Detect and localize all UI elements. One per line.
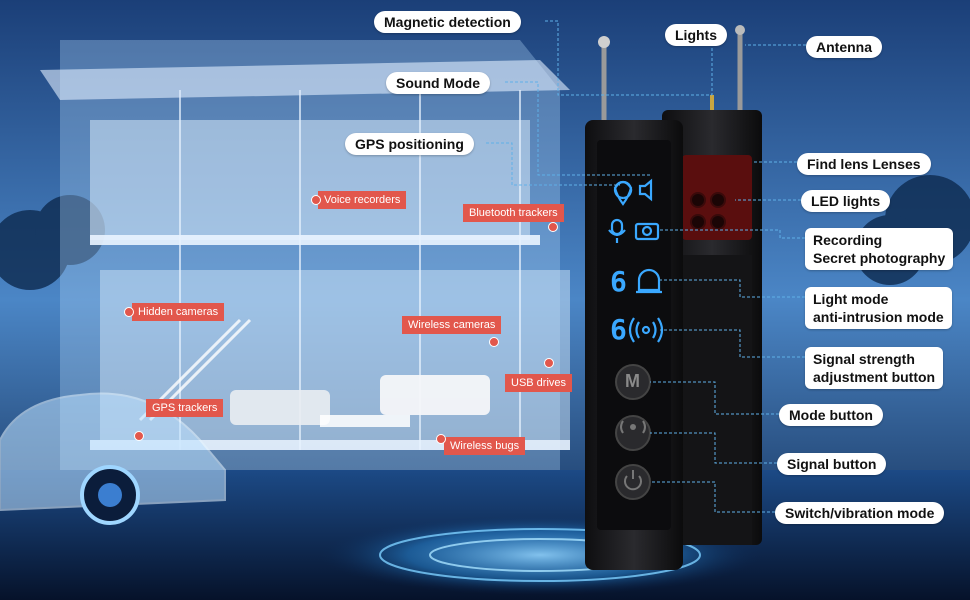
scene-label-wireless-cameras: Wireless cameras xyxy=(402,316,502,334)
callout-light-mode-line2: anti-intrusion mode xyxy=(813,309,944,325)
callout-switch-vibration: Switch/vibration mode xyxy=(775,502,945,524)
callout-magnetic-detection: Magnetic detection xyxy=(374,11,521,33)
scene-label-wireless-bugs: Wireless bugs xyxy=(444,437,526,455)
callout-mode-button: Mode button xyxy=(779,404,883,426)
callout-signal-strength-line1: Signal strength xyxy=(813,351,915,367)
scene-label-voice-recorders: Voice recorders xyxy=(318,191,407,209)
scene-label-hidden-cameras: Hidden cameras xyxy=(132,303,225,321)
marker-wireless-cameras xyxy=(489,337,499,347)
callout-light-mode: Light mode anti-intrusion mode xyxy=(805,287,952,329)
callout-gps-positioning: GPS positioning xyxy=(345,133,474,155)
callout-led-lights: LED lights xyxy=(801,190,891,212)
digit-signal: 6 xyxy=(610,313,627,346)
scene-label-bluetooth-trackers: Bluetooth trackers xyxy=(463,204,564,222)
marker-voice-recorders xyxy=(311,195,321,205)
digit-light: 6 xyxy=(610,265,627,298)
callout-light-mode-line1: Light mode xyxy=(813,291,889,307)
marker-wireless-bugs xyxy=(436,434,446,444)
marker-usb-drives xyxy=(544,358,554,368)
callout-recording: Recording Secret photography xyxy=(805,228,954,270)
car xyxy=(0,392,226,525)
callout-recording-line2: Secret photography xyxy=(813,250,946,266)
marker-gps-trackers xyxy=(134,431,144,441)
marker-bluetooth-trackers xyxy=(548,222,558,232)
marker-hidden-cameras xyxy=(124,307,134,317)
mode-button-letter: M xyxy=(625,371,640,391)
callout-antenna: Antenna xyxy=(806,36,882,58)
callout-signal-strength: Signal strength adjustment button xyxy=(805,347,944,389)
callout-lights: Lights xyxy=(665,24,727,46)
callout-find-lens: Find lens Lenses xyxy=(797,153,931,175)
scene-label-usb-drives: USB drives xyxy=(505,374,573,392)
callout-signal-strength-line2: adjustment button xyxy=(813,369,936,385)
callout-signal-button: Signal button xyxy=(777,453,887,475)
scene-label-gps-trackers: GPS trackers xyxy=(146,399,224,417)
callout-sound-mode: Sound Mode xyxy=(386,72,490,94)
callout-recording-line1: Recording xyxy=(813,232,883,248)
